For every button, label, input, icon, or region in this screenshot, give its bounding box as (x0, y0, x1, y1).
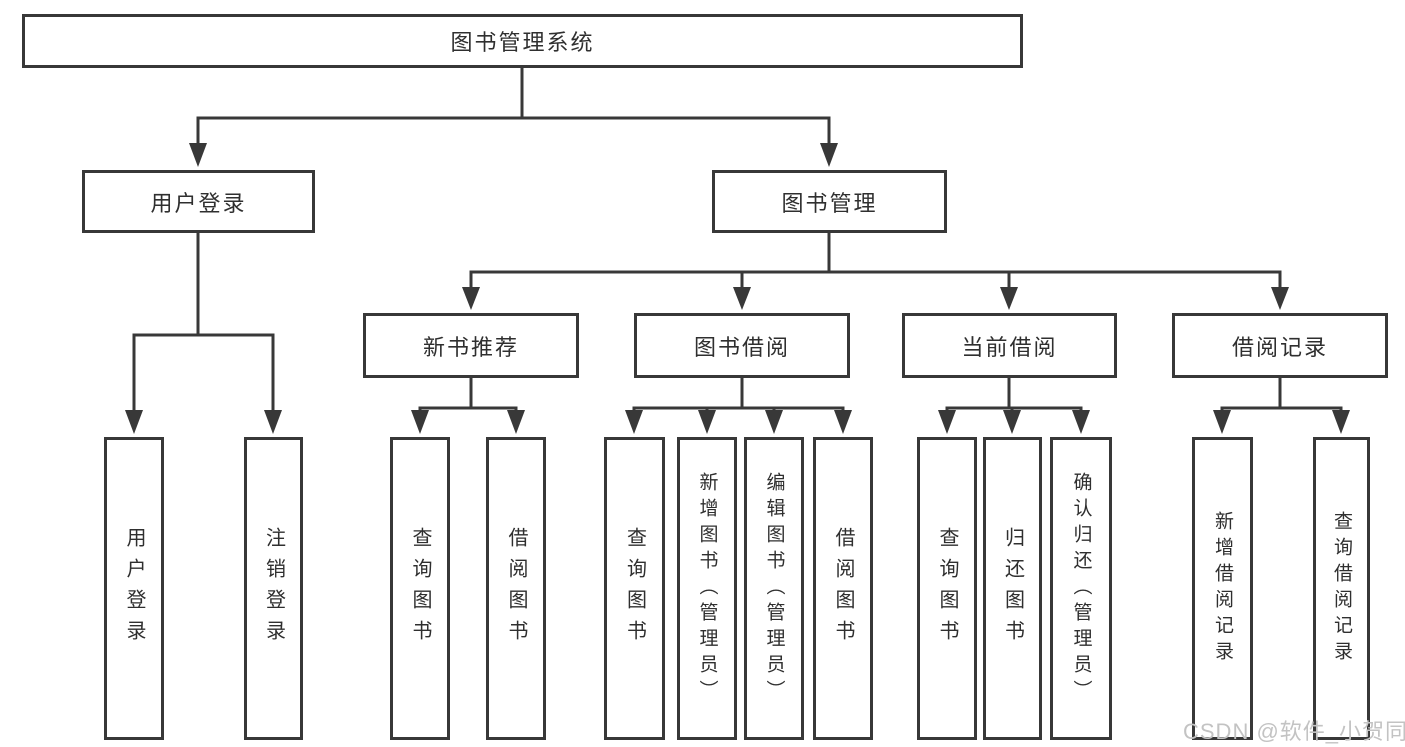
node-borrow-books-recommend: 借阅图书 (486, 437, 546, 740)
node-book-management: 图书管理 (712, 170, 947, 233)
arrowhead-icon (125, 410, 143, 434)
edges-book-borrowing-to-leaves (625, 378, 852, 434)
node-search-books-borrowing: 查询图书 (604, 437, 665, 740)
node-logout-action: 注销登录 (244, 437, 303, 740)
arrowhead-icon (1213, 410, 1231, 434)
arrowhead-icon (765, 410, 783, 434)
arrowhead-icon (625, 410, 643, 434)
arrowhead-icon (462, 287, 480, 310)
node-edit-book-admin: 编辑图书（管理员） (744, 437, 804, 740)
node-confirm-return-admin: 确认归还（管理员） (1050, 437, 1112, 740)
arrowhead-icon (1332, 410, 1350, 434)
arrowhead-icon (733, 287, 751, 310)
arrowhead-icon (1003, 410, 1021, 434)
node-query-borrow-record: 查询借阅记录 (1313, 437, 1370, 740)
arrowhead-icon (1072, 410, 1090, 434)
arrowhead-icon (938, 410, 956, 434)
node-user-login: 用户登录 (82, 170, 315, 233)
node-borrow-books-borrowing: 借阅图书 (813, 437, 873, 740)
arrowhead-icon (411, 410, 429, 434)
arrowhead-icon (264, 410, 282, 434)
arrowhead-icon (1000, 287, 1018, 310)
node-book-borrowing: 图书借阅 (634, 313, 850, 378)
node-new-book-recommend: 新书推荐 (363, 313, 579, 378)
arrowhead-icon (698, 410, 716, 434)
edges-new-book-recommend-to-leaves (411, 378, 525, 434)
node-search-books-current: 查询图书 (917, 437, 977, 740)
node-user-login-action: 用户登录 (104, 437, 164, 740)
node-library-management-system: 图书管理系统 (22, 14, 1023, 68)
edges-borrowing-records-to-leaves (1213, 378, 1350, 434)
node-return-books: 归还图书 (983, 437, 1042, 740)
node-search-books-recommend: 查询图书 (390, 437, 450, 740)
node-add-book-admin: 新增图书（管理员） (677, 437, 737, 740)
arrowhead-icon (1271, 287, 1289, 310)
edges-current-borrowing-to-leaves (938, 378, 1090, 434)
edges-root-to-level2 (189, 68, 838, 167)
arrowhead-icon (507, 410, 525, 434)
arrowhead-icon (189, 143, 207, 167)
arrowhead-icon (834, 410, 852, 434)
edges-book-management-to-level3 (462, 233, 1289, 310)
node-current-borrowing: 当前借阅 (902, 313, 1117, 378)
node-add-borrow-record: 新增借阅记录 (1192, 437, 1253, 740)
node-borrowing-records: 借阅记录 (1172, 313, 1388, 378)
arrowhead-icon (820, 143, 838, 167)
edges-user-login-to-leaves (125, 233, 282, 434)
